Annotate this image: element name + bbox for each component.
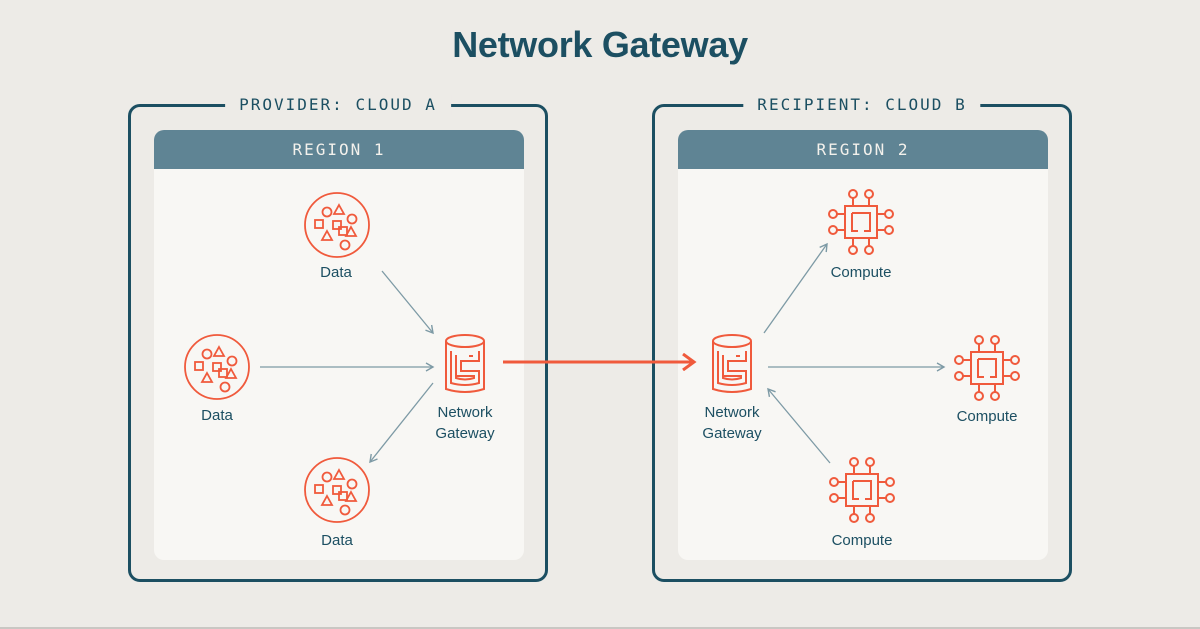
data-label-left: Data <box>201 407 233 424</box>
gateway-b-label-line1: Network <box>704 404 760 421</box>
region-2-panel: REGION 2 <box>678 130 1048 560</box>
cloud-b-label: RECIPIENT: CLOUD B <box>743 95 981 115</box>
compute-label-top: Compute <box>830 264 892 281</box>
gateway-a-label: Network Gateway <box>435 402 494 444</box>
gateway-a-label-line2: Gateway <box>435 425 495 442</box>
compute-label-bottom: Compute <box>831 532 893 549</box>
compute-label-right: Compute <box>956 408 1018 425</box>
region-2-header: REGION 2 <box>678 130 1048 169</box>
gateway-b-label: Network Gateway <box>702 402 761 444</box>
data-label-top: Data <box>320 264 352 281</box>
cloud-a-container: PROVIDER: CLOUD A REGION 1 <box>128 95 548 582</box>
data-label-bottom: Data <box>321 532 353 549</box>
bottom-divider <box>0 627 1200 629</box>
region-1-panel: REGION 1 <box>154 130 524 560</box>
gateway-a-label-line1: Network <box>437 404 493 421</box>
cloud-a-label: PROVIDER: CLOUD A <box>225 95 451 115</box>
cloud-b-container: RECIPIENT: CLOUD B REGION 2 <box>652 95 1072 582</box>
region-1-header: REGION 1 <box>154 130 524 169</box>
gateway-b-label-line2: Gateway <box>702 425 762 442</box>
diagram-title: Network Gateway <box>452 24 748 65</box>
